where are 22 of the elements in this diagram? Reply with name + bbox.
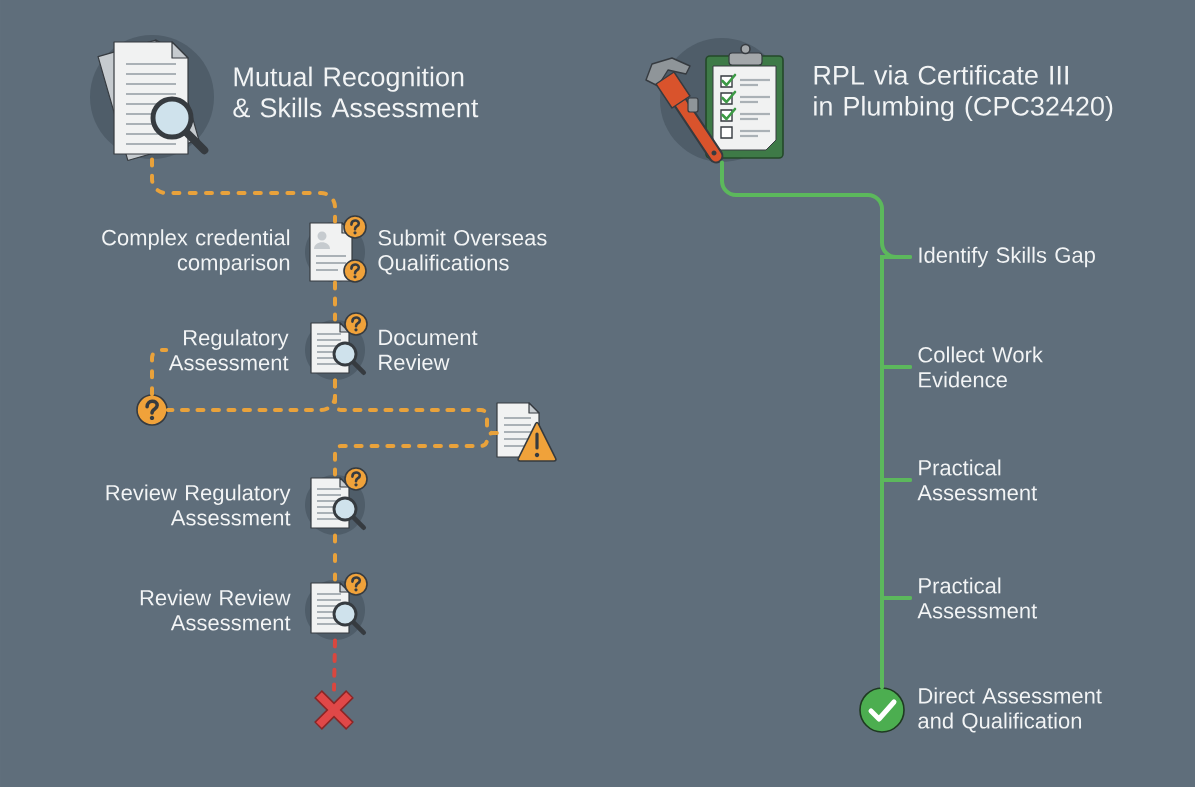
connector-line xyxy=(150,157,337,224)
question-mark-icon xyxy=(136,394,168,426)
heading: RPL via Certificate III in Plumbing (CPC32420) xyxy=(814,64,1113,122)
step-label: Regulatory Assessment xyxy=(168,329,289,371)
connector-line xyxy=(333,533,337,582)
step-label: Review Regulatory Assessment xyxy=(106,484,291,526)
connector-line xyxy=(880,596,912,690)
step-label: Review Review Assessment xyxy=(140,589,291,631)
step-label: Practical Assessment xyxy=(917,577,1038,619)
step-label: Practical Assessment xyxy=(917,459,1038,501)
connector-line xyxy=(333,280,337,322)
step-label: Complex credential comparison xyxy=(102,229,290,275)
heading: Mutual Recognition & Skills Assessment xyxy=(233,66,479,118)
step-label: Direct Assessment and Qualification xyxy=(918,687,1102,733)
connector-line xyxy=(332,638,337,692)
connector-line xyxy=(333,431,499,477)
step-label: Identify Skills Gap xyxy=(919,246,1095,268)
cross-icon xyxy=(314,690,354,730)
step-label: Collect Work Evidence xyxy=(918,346,1043,388)
step-label: Document Review xyxy=(379,329,478,371)
document-warning-icon xyxy=(496,402,557,462)
step-label: Submit Overseas Qualifications xyxy=(378,229,547,275)
